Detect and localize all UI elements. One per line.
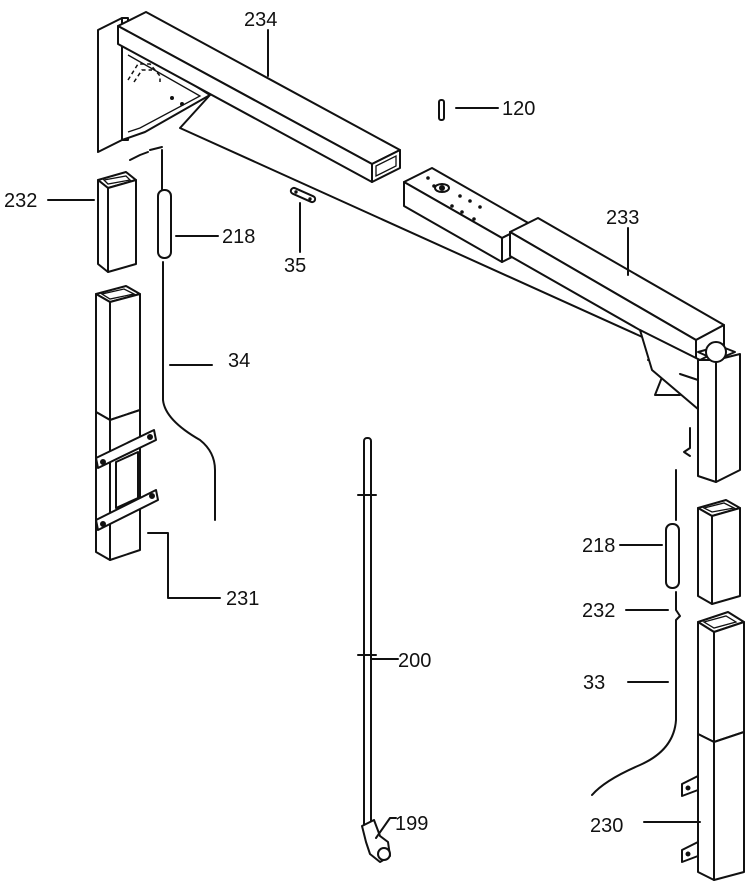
rod-218-left — [157, 189, 172, 259]
post-231-left — [95, 285, 159, 561]
rod-200 — [357, 437, 377, 829]
right-beam-233 — [509, 217, 725, 363]
pin-35 — [289, 186, 317, 204]
top-beam-234 — [117, 11, 401, 183]
callout-218-right: 218 — [582, 535, 615, 557]
callout-34: 34 — [228, 350, 250, 372]
callout-234: 234 — [244, 9, 277, 31]
callout-218-left: 218 — [222, 226, 255, 248]
callout-231: 231 — [226, 588, 259, 610]
guide-34 — [162, 261, 216, 521]
fitting-199 — [361, 819, 391, 863]
sleeve-232-left — [97, 171, 137, 273]
rod-218-right — [665, 523, 680, 589]
callout-200: 200 — [398, 650, 431, 672]
leader-231 — [147, 532, 221, 599]
sleeve-232-right — [697, 499, 741, 605]
right-corner-bracket — [639, 329, 741, 483]
callout-232-left: 232 — [4, 190, 37, 212]
left-corner-bracket — [97, 17, 211, 161]
callout-33: 33 — [583, 672, 605, 694]
guide-33 — [591, 591, 681, 796]
leader-199 — [375, 817, 397, 839]
callout-230: 230 — [590, 815, 623, 837]
post-230-right — [681, 611, 745, 881]
callout-232-right: 232 — [582, 600, 615, 622]
callout-199: 199 — [395, 813, 428, 835]
pin-120 — [438, 99, 445, 121]
callout-120: 120 — [502, 98, 535, 120]
callout-233: 233 — [606, 207, 639, 229]
callout-35: 35 — [284, 255, 306, 277]
